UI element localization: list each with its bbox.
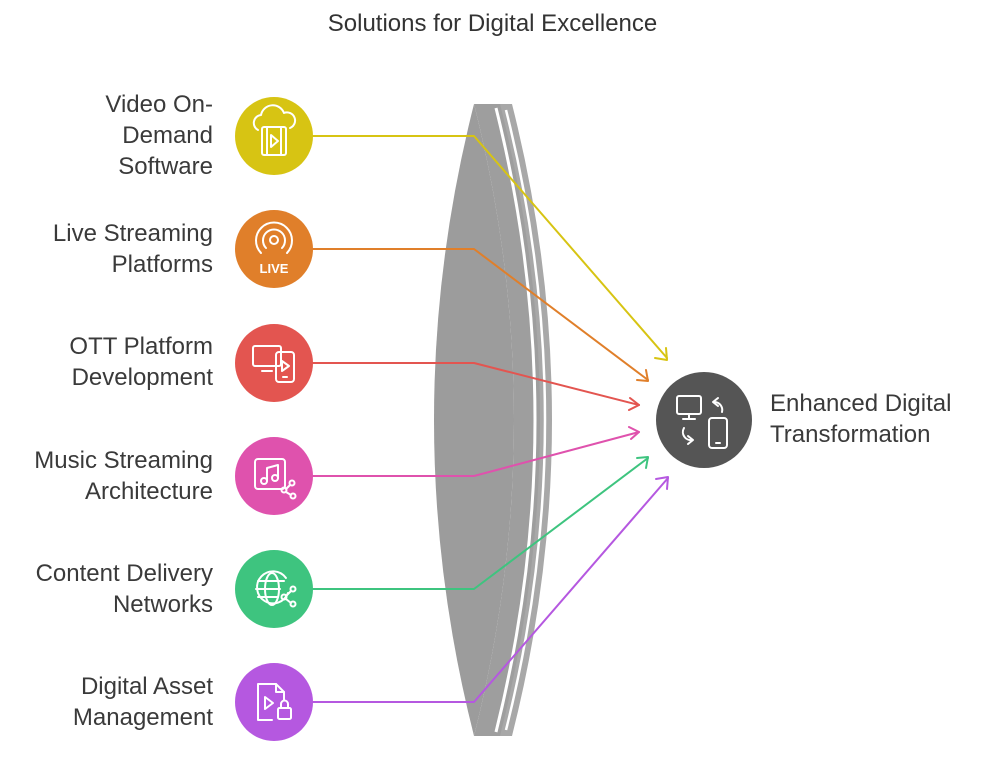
live-broadcast-icon: LIVE [235, 210, 313, 288]
diagram-title: Solutions for Digital Excellence [327, 10, 658, 37]
input-label-digital-asset: Digital Asset Management [72, 673, 213, 731]
input-label-ott-platform: OTT Platform Development [69, 333, 213, 391]
globe-network-icon [235, 550, 313, 628]
connector-ott-platform [311, 362, 640, 411]
device-sync-icon [656, 372, 752, 468]
connector-music-streaming [311, 426, 640, 477]
cloud-video-icon [235, 97, 313, 175]
input-label-music-streaming: Music Streaming Architecture [34, 447, 213, 505]
live-badge: LIVE [260, 261, 289, 276]
secure-video-file-icon [235, 663, 313, 741]
output-label: Enhanced Digital Transformation [770, 390, 952, 448]
connector-digital-asset [311, 476, 669, 703]
connector-live-streaming [311, 248, 649, 382]
lens [434, 104, 552, 736]
input-label-video-on-demand: Video On- Demand Software [105, 91, 213, 180]
music-share-icon [235, 437, 313, 515]
connector-content-delivery [311, 456, 649, 590]
monitor-phone-play-icon [235, 324, 313, 402]
input-label-live-streaming: Live Streaming Platforms [52, 220, 213, 278]
connector-video-on-demand [311, 135, 668, 361]
input-label-content-delivery: Content Delivery Networks [35, 560, 213, 618]
